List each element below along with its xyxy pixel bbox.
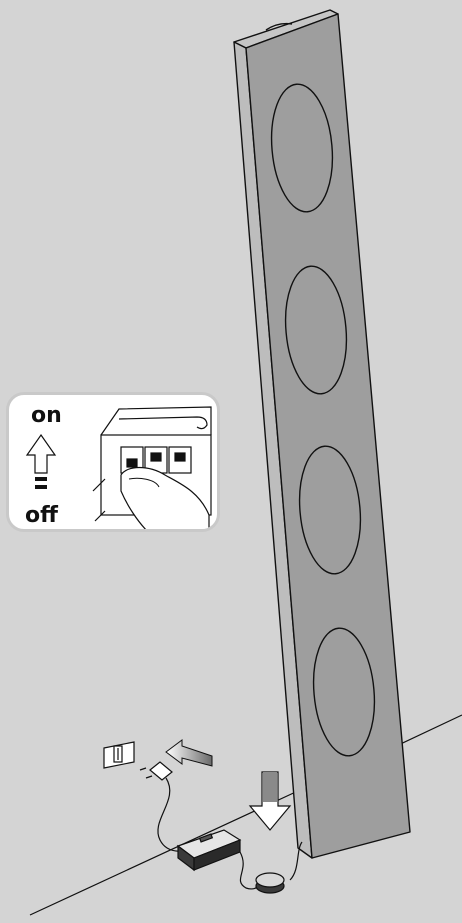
up-arrow-icon: [27, 435, 55, 473]
arrow-bar-1: [35, 477, 47, 481]
insert-arrow-icon: [166, 740, 212, 766]
circuit-breaker-illustration: [9, 395, 220, 532]
speaker-cable: [290, 842, 302, 880]
wall-socket-icon: [104, 742, 134, 768]
plug-icon: [140, 762, 172, 780]
down-arrow-shade: [263, 772, 277, 802]
power-supply-box: [178, 830, 240, 870]
arrow-bar-2: [35, 485, 47, 489]
speaker-panel: [234, 10, 410, 858]
puck-device: [256, 873, 284, 893]
switch-panel-inset: on off: [6, 392, 220, 532]
